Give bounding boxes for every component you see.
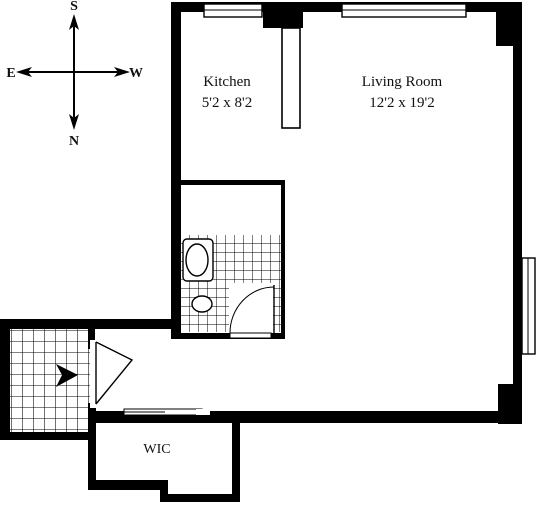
compass-label-top: S <box>70 0 78 14</box>
compass-label-right: W <box>129 66 143 81</box>
kitchen-size: 5'2 x 8'2 <box>202 95 252 111</box>
compass-label-left: E <box>6 66 15 81</box>
compass-arrow-w <box>114 67 130 77</box>
entry-door-swing <box>95 341 134 405</box>
kitchen-name: Kitchen <box>203 74 251 90</box>
entry-tile-floor <box>8 329 92 434</box>
tub-basin <box>185 243 209 277</box>
compass-label-bottom: N <box>69 134 79 149</box>
bathroom-fixtures <box>182 238 275 339</box>
wic-door <box>123 408 210 416</box>
entry-door <box>56 340 134 408</box>
living-room-size: 12'2 x 19'2 <box>369 95 434 111</box>
windows <box>203 3 536 355</box>
toilet <box>191 295 213 313</box>
kitchen-counter <box>281 27 301 129</box>
compass-arrow-e <box>16 67 32 77</box>
living-room-name: Living Room <box>362 74 443 90</box>
bath-door-swing <box>229 286 275 334</box>
compass-arrow-n <box>69 114 79 130</box>
compass: S E W N <box>6 0 143 149</box>
wic-name: WIC <box>143 442 170 457</box>
compass-arrow-s <box>69 14 79 30</box>
walls <box>0 2 522 502</box>
entry-arrow-icon <box>56 364 78 387</box>
